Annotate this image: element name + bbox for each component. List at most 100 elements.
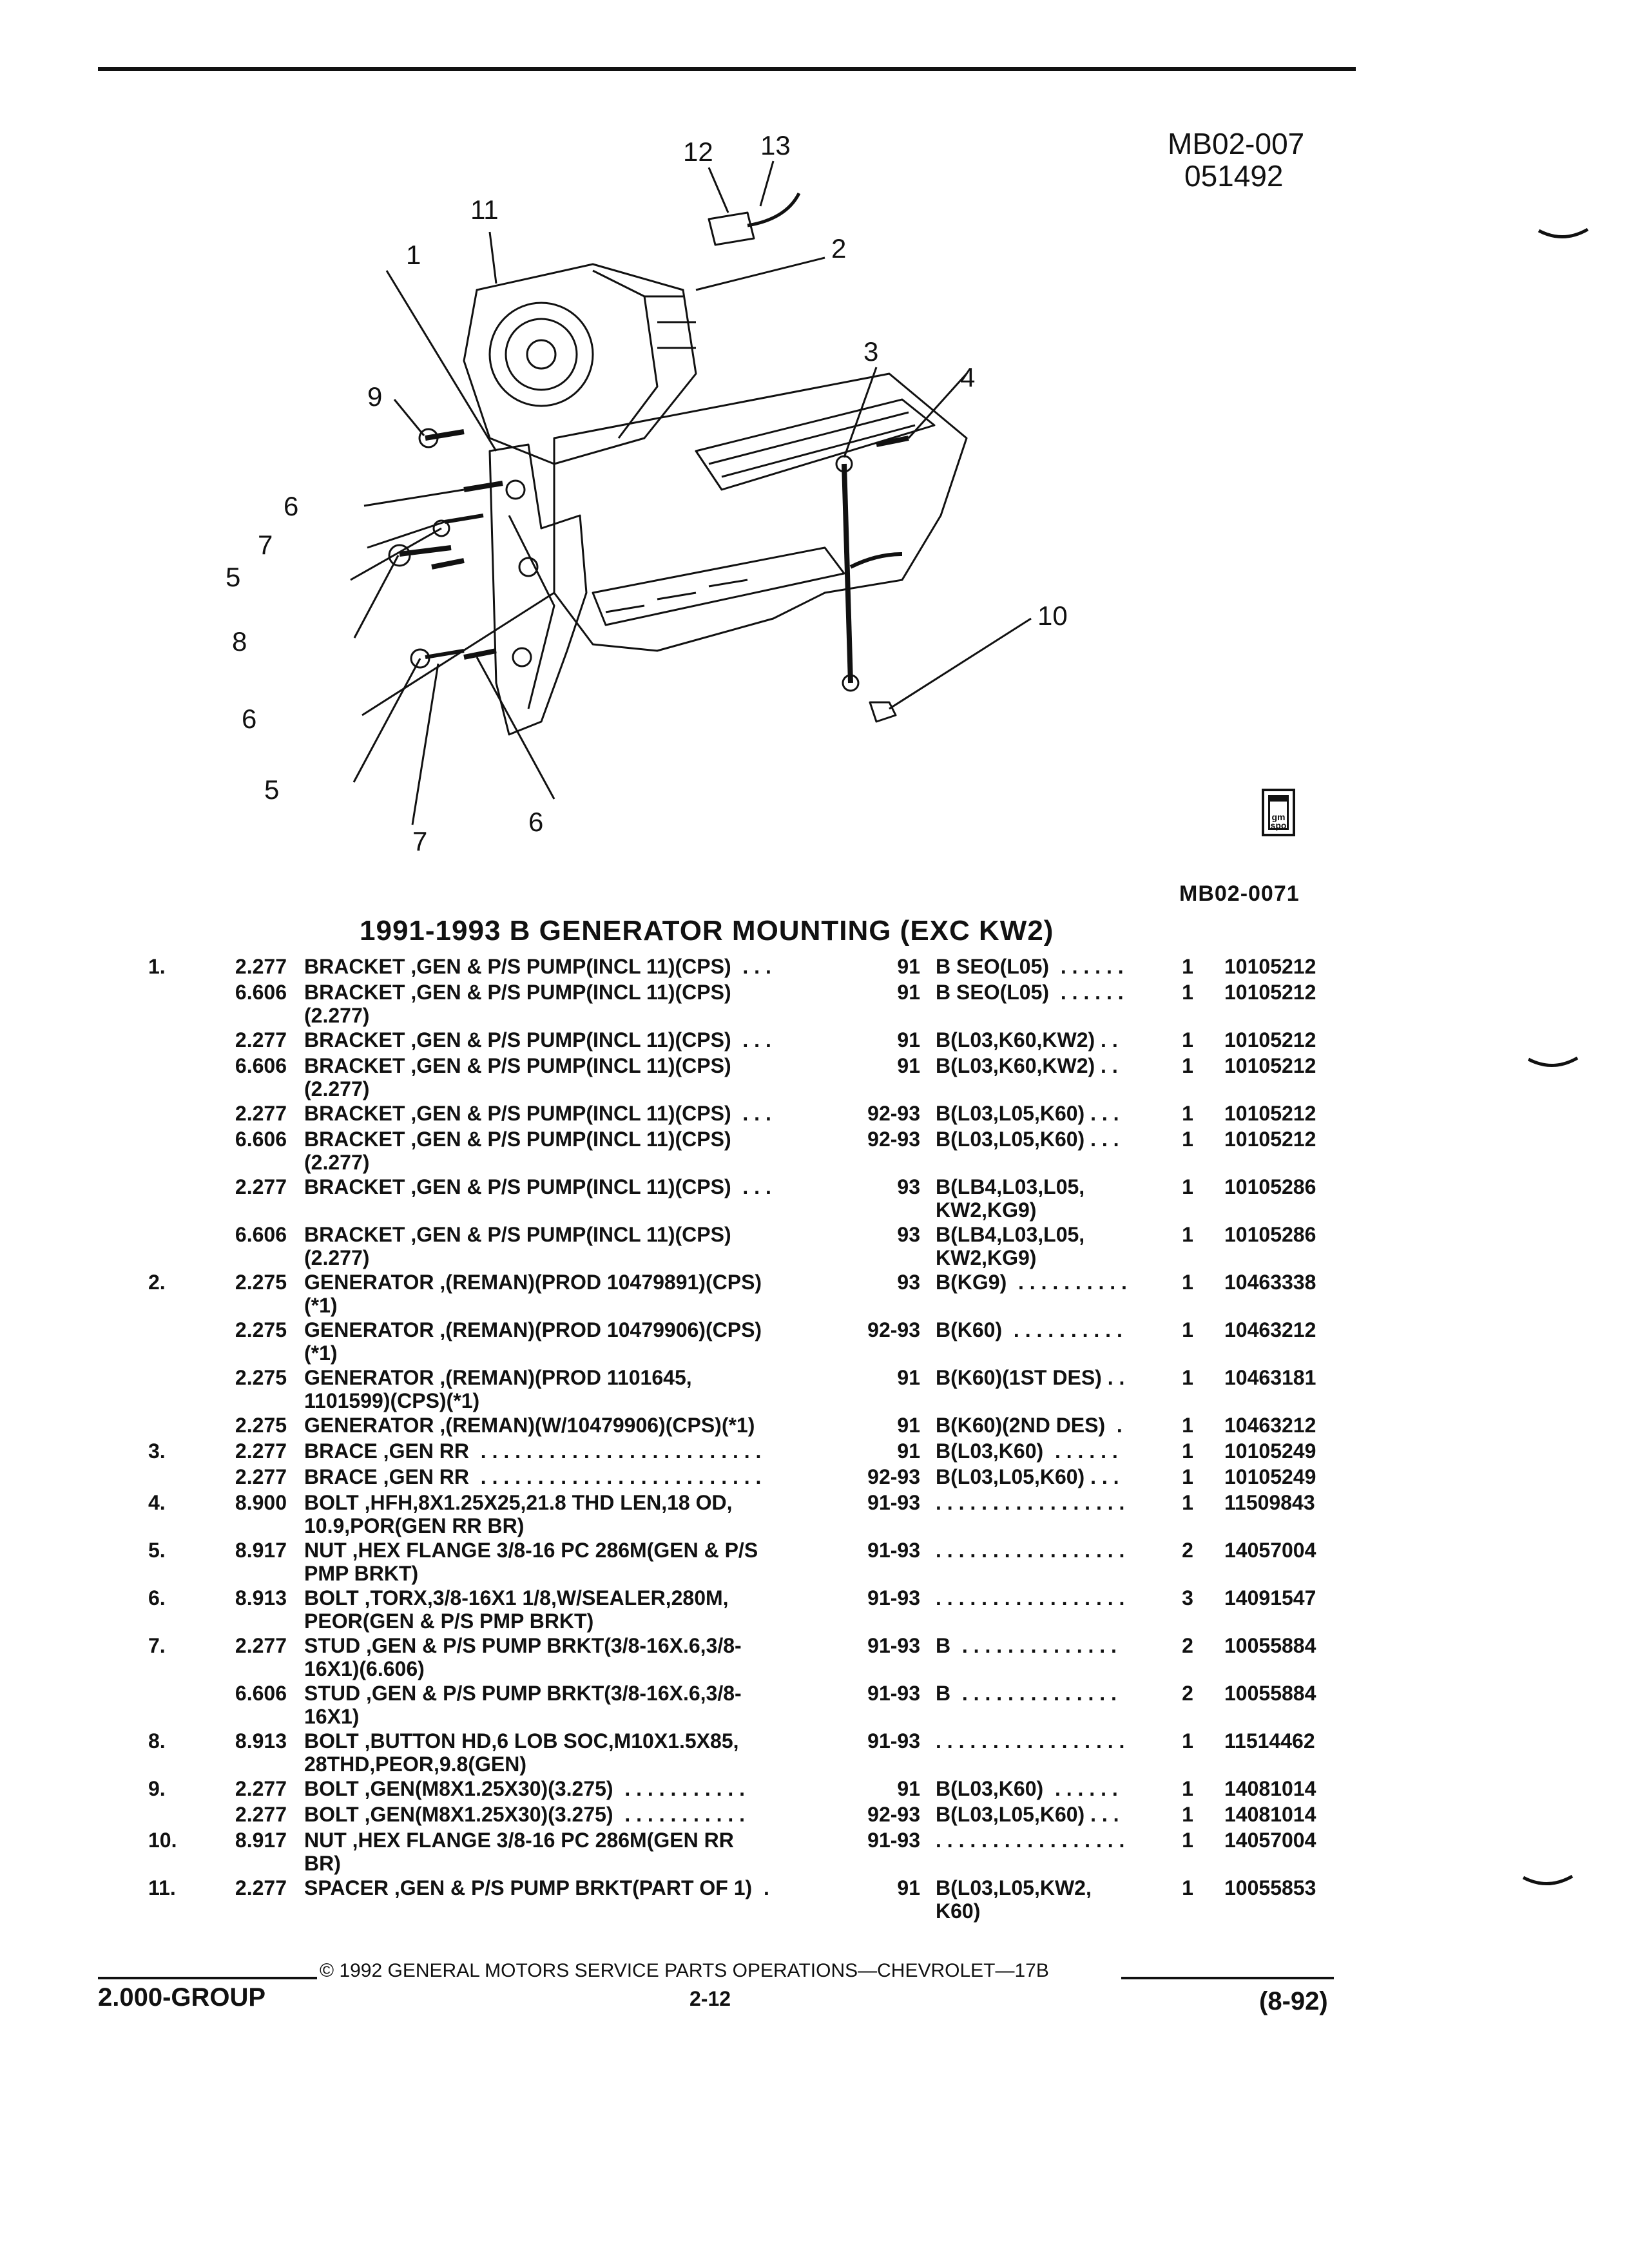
part-grp: 2.275 [235,1414,287,1437]
callout-11: 11 [470,195,499,225]
part-grp: 6.606 [235,981,287,1004]
part-part: 10105212 [1224,955,1316,978]
part-part: 10105286 [1224,1175,1316,1198]
part-app: B(L03,K60) . . . . . . [936,1439,1118,1463]
part-qty: 1 [1182,1054,1193,1077]
part-year: 92-93 [867,1465,920,1488]
part-part: 10055884 [1224,1634,1316,1657]
diagram-id-line1: MB02-007 [1168,127,1305,160]
part-app: B(L03,L05,K60) . . . [936,1803,1119,1826]
part-num: 3. [148,1439,166,1463]
part-qty: 1 [1182,1366,1193,1389]
copyright: © 1992 GENERAL MOTORS SERVICE PARTS OPER… [320,1960,1049,1981]
bracket [488,443,588,736]
part-year: 91 [897,981,920,1004]
part-app: B(L03,L05,K60) . . . [936,1102,1119,1125]
callout-1: 1 [406,240,421,270]
part-grp: 8.900 [235,1491,287,1514]
part-app: B . . . . . . . . . . . . . . [936,1634,1117,1657]
callout-7b: 7 [412,826,427,856]
part-part: 10463181 [1224,1366,1316,1389]
part-qty: 1 [1182,1439,1193,1463]
callout-10: 10 [1037,601,1068,631]
part-year: 93 [897,1271,920,1294]
gm-spo-logo: gm spo [1262,789,1295,836]
part-num: 1. [148,955,166,978]
part-app: B(K60)(2ND DES) . [936,1414,1123,1437]
part-desc: BRACKET ,GEN & P/S PUMP(INCL 11)(CPS) (2… [304,1054,731,1100]
part-part: 14091547 [1224,1586,1316,1610]
part-qty: 1 [1182,1803,1193,1826]
part-qty: 1 [1182,1318,1193,1341]
part-app: B(L03,K60,KW2) . . [936,1028,1118,1052]
footer-rule-right [1121,1977,1334,1979]
part-part: 10105286 [1224,1223,1316,1246]
part-app: B(L03,K60,KW2) . . [936,1054,1118,1077]
callout-6a: 6 [284,491,298,521]
part-year: 91-93 [867,1682,920,1705]
part-app: B(L03,L05,K60) . . . [936,1128,1119,1151]
diagram-ref-code: MB02-0071 [1179,881,1300,906]
engine-block [553,372,968,652]
part-qty: 1 [1182,1175,1193,1198]
part-num: 11. [148,1876,176,1899]
part-year: 91 [897,1777,920,1800]
part-grp: 2.277 [235,1028,287,1052]
part-grp: 2.277 [235,955,287,978]
exhaust-manifold [592,546,845,626]
callout-5a: 5 [226,562,240,592]
callout-5b: 5 [264,774,279,805]
part-year: 91 [897,955,920,978]
part-part: 14081014 [1224,1803,1316,1826]
part-desc: BOLT ,GEN(M8X1.25X30)(3.275) . . . . . .… [304,1803,746,1826]
edition-date: (8-92) [1259,1987,1328,2015]
part-num: 2. [148,1271,166,1294]
part-year: 92-93 [867,1803,920,1826]
part-year: 91-93 [867,1729,920,1753]
part-app: B SEO(L05) . . . . . . [936,955,1124,978]
part-desc: GENERATOR ,(REMAN)(PROD 1101645, 1101599… [304,1366,692,1412]
part-desc: STUD ,GEN & P/S PUMP BRKT(3/8-16X.6,3/8-… [304,1682,742,1728]
part-year: 91 [897,1439,920,1463]
part-grp: 8.917 [235,1539,287,1562]
bolt-6c [463,648,497,660]
part-part: 10105212 [1224,981,1316,1004]
brace [842,463,853,684]
part-app: B SEO(L05) . . . . . . [936,981,1124,1004]
part-grp: 2.275 [235,1318,287,1341]
part-grp: 2.277 [235,1777,287,1800]
part-qty: 1 [1182,1028,1193,1052]
part-num: 10. [148,1829,177,1852]
part-part: 10105212 [1224,1054,1316,1077]
part-part: 10105249 [1224,1465,1316,1488]
part-grp: 8.917 [235,1829,287,1852]
part-year: 91-93 [867,1491,920,1514]
part-desc: BOLT ,GEN(M8X1.25X30)(3.275) . . . . . .… [304,1777,746,1800]
part-year: 92-93 [867,1318,920,1341]
connector [708,211,755,246]
callout-8: 8 [232,626,247,657]
diagram-id: MB02-007 051492 [1168,128,1304,192]
bolt-4 [876,436,909,447]
part-app: B(L03,L05,K60) . . . [936,1465,1119,1488]
part-grp: 8.913 [235,1586,287,1610]
part-desc: NUT ,HEX FLANGE 3/8-16 PC 286M(GEN & P/S… [304,1539,758,1585]
part-qty: 1 [1182,1128,1193,1151]
part-desc: BRACKET ,GEN & P/S PUMP(INCL 11)(CPS) . … [304,955,771,978]
part-part: 10463338 [1224,1271,1316,1294]
part-desc: BOLT ,HFH,8X1.25X25,21.8 THD LEN,18 OD, … [304,1491,733,1537]
part-desc: BRACKET ,GEN & P/S PUMP(INCL 11)(CPS) . … [304,1102,771,1125]
part-grp: 6.606 [235,1054,287,1077]
part-app: B(L03,L05,KW2, K60) [936,1876,1092,1923]
part-qty: 1 [1182,1491,1193,1514]
part-grp: 2.277 [235,1175,287,1198]
part-year: 91-93 [867,1539,920,1562]
part-qty: 1 [1182,955,1193,978]
part-desc: BRACKET ,GEN & P/S PUMP(INCL 11)(CPS) . … [304,1028,771,1052]
part-part: 14081014 [1224,1777,1316,1800]
part-year: 91-93 [867,1586,920,1610]
part-app: . . . . . . . . . . . . . . . . . [936,1829,1125,1852]
diagram-id-line2: 051492 [1184,159,1284,193]
part-app: B(LB4,L03,L05, KW2,KG9) [936,1223,1085,1269]
part-qty: 3 [1182,1586,1193,1610]
